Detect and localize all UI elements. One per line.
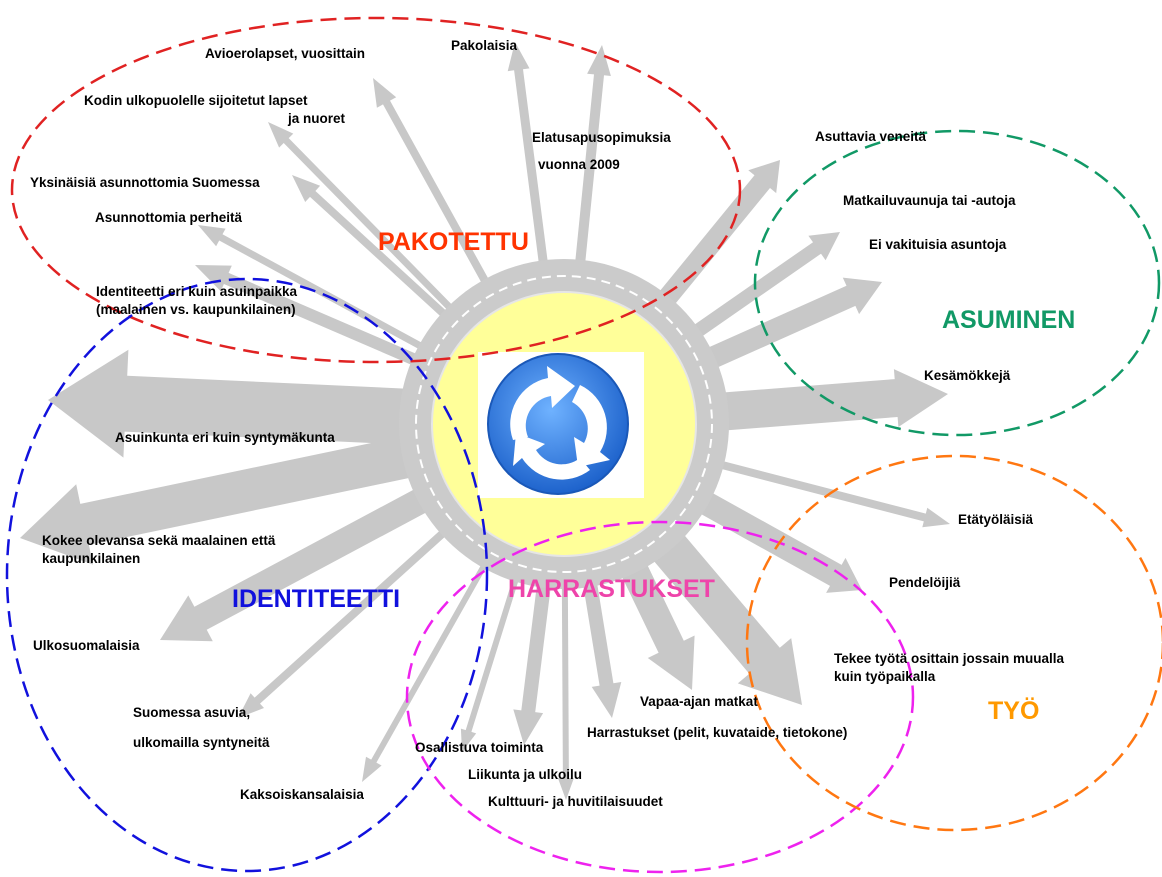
category-title-tyo: TYÖ [988, 697, 1040, 725]
label-veneita: Asuttavia veneitä [815, 129, 927, 144]
category-title-pakotettu: PAKOTETTU [378, 228, 529, 256]
category-title-harrastukset: HARRASTUKSET [508, 575, 715, 603]
label-suomessa-2: ulkomailla syntyneitä [133, 735, 270, 750]
pakotettu-ellipse [10, 16, 742, 364]
label-avioerolapset: Avioerolapset, vuosittain [205, 46, 366, 61]
category-title-identiteetti: IDENTITEETTI [232, 585, 401, 613]
label-kokee: Kokee olevansa sekä maalainen että kaupu… [42, 532, 275, 568]
label-tekee-line1: Tekee työtä osittain jossain muualla [834, 651, 1065, 666]
label-kokee-line2: kaupunkilainen [42, 551, 141, 566]
label-liikunta: Liikunta ja ulkoilu [468, 767, 583, 782]
circular-arrows-icon [487, 353, 629, 495]
label-elatus-1: Elatusapusopimuksia [532, 130, 671, 145]
label-kaksois: Kaksoiskansalaisia [240, 787, 364, 802]
label-elatus-2: vuonna 2009 [538, 157, 620, 172]
asuminen-ellipse [753, 129, 1161, 437]
label-kesamokkeja: Kesämökkejä [924, 368, 1011, 383]
label-kulttuuri: Kulttuuri- ja huvitilaisuudet [488, 794, 663, 809]
label-asuinkunta: Asuinkunta eri kuin syntymäkunta [115, 430, 335, 445]
label-pakolaisia: Pakolaisia [451, 38, 518, 53]
label-perheita: Asunnottomia perheitä [95, 210, 243, 225]
label-identiteetti-asuinpaikka: Identiteetti eri kuin asuinpaikka (maala… [96, 283, 297, 319]
label-tekee-line2: kuin työpaikalla [834, 669, 936, 684]
label-vapaa: Vapaa-ajan matkat [640, 694, 758, 709]
label-etatyo: Etätyöläisiä [958, 512, 1034, 527]
central-hub [399, 259, 729, 589]
label-harrastukset-pelit: Harrastukset (pelit, kuvataide, tietokon… [587, 725, 848, 740]
label-sijoitetut: Kodin ulkopuolelle sijoitetut lapset ja … [84, 92, 345, 128]
label-matkailu: Matkailuvaunuja tai -autoja [843, 193, 1016, 208]
label-tekee: Tekee työtä osittain jossain muualla kui… [834, 650, 1064, 686]
tyo-ellipse [745, 454, 1162, 832]
label-kokee-line1: Kokee olevansa sekä maalainen että [42, 533, 276, 548]
label-pendel: Pendelöijiä [889, 575, 961, 590]
category-title-asuminen: ASUMINEN [942, 306, 1076, 334]
label-suomessa-1: Suomessa asuvia, [133, 705, 251, 720]
identiteetti-ellipse [5, 277, 489, 873]
label-ulkosuomalaisia: Ulkosuomalaisia [33, 638, 140, 653]
label-sijoitetut-line2: ja nuoret [288, 111, 346, 126]
label-yksinaisia: Yksinäisiä asunnottomia Suomessa [30, 175, 260, 190]
label-sijoitetut-line1: Kodin ulkopuolelle sijoitetut lapset [84, 93, 308, 108]
harrastukset-ellipse [405, 520, 915, 874]
label-identiteetti-line2: (maalainen vs. kaupunkilainen) [96, 302, 296, 317]
label-osallistuva: Osallistuva toiminta [415, 740, 544, 755]
label-identiteetti-line1: Identiteetti eri kuin asuinpaikka [96, 284, 298, 299]
label-vakituisia: Ei vakituisia asuntoja [869, 237, 1007, 252]
